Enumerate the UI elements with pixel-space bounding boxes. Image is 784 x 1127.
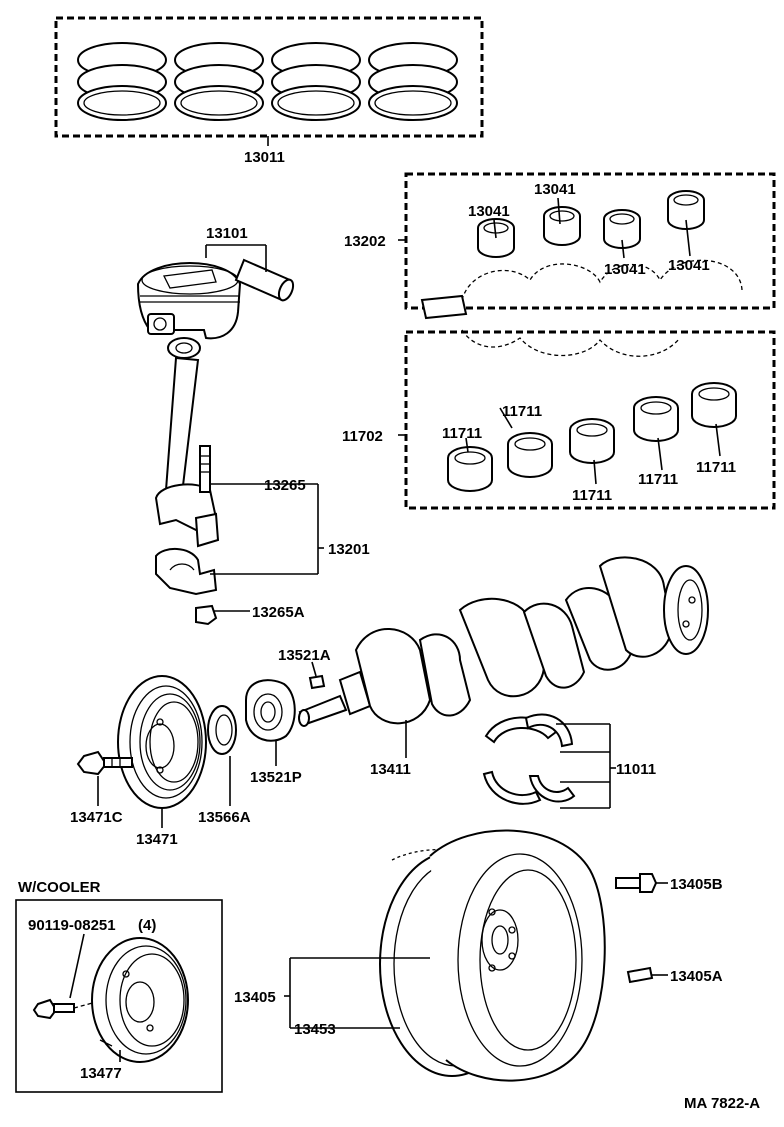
label-11711-a: 11711 (502, 403, 542, 420)
piston-ring-set-group: 13011 (54, 16, 484, 166)
label-13521P: 13521P (250, 769, 302, 786)
pulley-bolt: 13471C (70, 750, 133, 826)
label-11711-e: 11711 (696, 459, 736, 476)
main-bearing-shell-5 (691, 382, 737, 428)
label-11702: 11702 (342, 428, 383, 445)
crankshaft-ghost-outline (420, 259, 743, 357)
label-13405A: 13405A (670, 968, 723, 985)
rod-nut (195, 604, 218, 626)
connecting-rod-assembly: 13265 13201 13265A (154, 337, 370, 626)
main-bearing-shell-3 (569, 418, 615, 464)
piston-ring-set-3 (271, 42, 361, 121)
label-13265A: 13265A (252, 604, 305, 621)
crankshaft-pulley: 13471 (117, 675, 207, 848)
cooler-pulley-bolt (32, 998, 75, 1020)
crankshaft: 13411 (298, 556, 709, 778)
main-bearing-set-frame (404, 330, 776, 510)
rod-bolt (199, 445, 211, 493)
flywheel-assembly: 13405 13453 (234, 829, 606, 1082)
label-13411: 13411 (370, 761, 411, 778)
main-bearing-shell-4 (633, 396, 679, 442)
piston-ring-set-1 (77, 42, 167, 121)
rod-bearing-shell-4 (667, 190, 705, 230)
label-11711-c: 11711 (572, 487, 612, 504)
piston-ring-set-frame (54, 16, 484, 138)
label-13405: 13405 (234, 989, 276, 1006)
label-13041-d: 13041 (668, 257, 710, 274)
rod-bearing-set-group: 13202 13041 13041 13041 13041 (344, 172, 776, 310)
label-13011: 13011 (244, 149, 285, 166)
rod-bearing-shell-3 (603, 209, 641, 249)
with-cooler-group: W/COOLER 90119-08251 (4) 13477 (15, 879, 223, 1093)
crank-spacer: 13566A (198, 705, 251, 826)
rod-bearing-shell-2 (543, 206, 581, 246)
label-13471: 13471 (136, 831, 178, 848)
flywheel (429, 829, 606, 1082)
flywheel-bolt: 13405B (615, 873, 723, 893)
label-13405B: 13405B (670, 876, 723, 893)
main-bearing-shell-2 (507, 432, 553, 478)
rod-bearing-set-frame (404, 172, 776, 310)
cooler-crank-pulley (91, 937, 189, 1063)
thrust-washer-set: 11011 (482, 713, 656, 809)
label-90119-qty: (4) (138, 917, 156, 934)
main-bearing-shell-1 (447, 446, 493, 492)
label-13101: 13101 (206, 225, 248, 242)
label-13566A: 13566A (198, 809, 251, 826)
label-13202: 13202 (344, 233, 386, 250)
label-13477: 13477 (80, 1065, 122, 1082)
label-13041-b: 13041 (534, 181, 576, 198)
rod-cap (155, 548, 218, 596)
piston-pin (234, 258, 295, 302)
with-cooler-frame (15, 899, 223, 1093)
label-13265: 13265 (264, 477, 306, 494)
main-bearing-set-group: 11702 11711 11711 11711 11711 117 (342, 330, 776, 510)
label-13041-a: 13041 (468, 203, 510, 220)
connecting-rod (154, 337, 220, 548)
piston-ring-set-4 (368, 42, 458, 121)
figure-code: MA 7822-A (684, 1095, 760, 1112)
label-90119-08251: 90119-08251 (28, 917, 116, 934)
flywheel-dowel-pin: 13405A (626, 966, 723, 985)
piston-ring-set-2 (174, 42, 264, 121)
crank-timing-gear: 13521P (245, 679, 302, 786)
label-wcooler: W/COOLER (18, 879, 101, 896)
label-13453: 13453 (294, 1021, 336, 1038)
label-13471C: 13471C (70, 809, 123, 826)
label-13521A: 13521A (278, 647, 331, 664)
piston-with-pin: 13101 (136, 225, 295, 340)
label-13201: 13201 (328, 541, 370, 558)
label-11711-b: 11711 (442, 425, 482, 442)
label-11011: 11011 (616, 761, 656, 778)
label-11711-d: 11711 (638, 471, 678, 488)
label-13041-c: 13041 (604, 261, 646, 278)
crank-key: 13521A (278, 647, 331, 690)
